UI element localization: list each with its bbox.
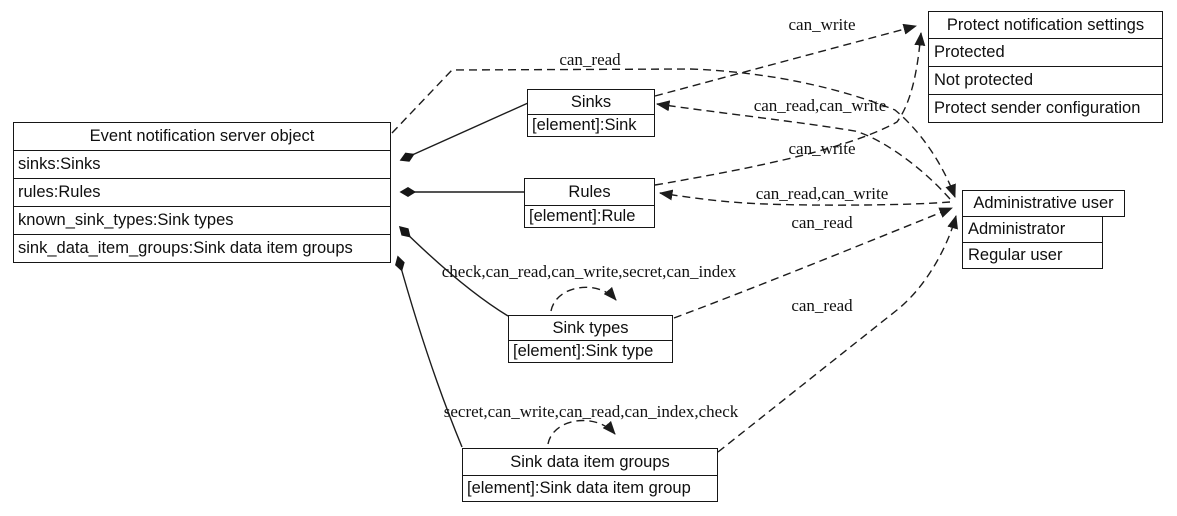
attr-row-sink-element: [element]:Sink (528, 114, 654, 136)
edge-sdig-self-loop (547, 419, 616, 445)
edge-label-can-write-top: can_write (788, 15, 855, 34)
attr-row-rule-element: [element]:Rule (525, 205, 654, 227)
edge-sdig-admin-can-read (717, 215, 958, 453)
edge-sink-types-self-loop (550, 286, 617, 312)
edge-admin-sinks-can-read-write (656, 100, 951, 200)
edge-rules-protect-can-write (654, 32, 926, 186)
attr-row-rules: rules:Rules (14, 178, 390, 206)
attr-row-sinks: sinks:Sinks (14, 150, 390, 178)
edge-sink-types-admin-can-read (673, 207, 953, 319)
node-sink-data-item-groups: Sink data item groups [element]:Sink dat… (462, 448, 718, 502)
option-row-protected: Protected (929, 38, 1162, 66)
option-row-administrator: Administrator (962, 215, 1103, 244)
edge-sinks-protect-can-write (654, 23, 917, 97)
option-row-not-protected: Not protected (929, 66, 1162, 94)
attr-row-known-sink-types: known_sink_types:Sink types (14, 206, 390, 234)
node-sinks: Sinks [element]:Sink (527, 89, 655, 137)
edge-labels: can_read can_write can_read,can_write ca… (442, 15, 889, 421)
option-row-regular-user: Regular user (962, 242, 1103, 269)
node-sink-types-title: Sink types (552, 318, 629, 337)
node-rules: Rules [element]:Rule (524, 178, 655, 228)
attr-row-sdig-element: [element]:Sink data item group (463, 475, 717, 501)
edge-label-rules-admin: can_read,can_write (756, 184, 889, 203)
node-protect-settings: Protect notification settings Protected … (928, 11, 1163, 123)
node-event-server-title: Event notification server object (89, 127, 315, 145)
edge-label-sink-types-admin: can_read (791, 213, 853, 232)
permission-edges (391, 23, 958, 453)
attr-row-sink-type-element: [element]:Sink type (509, 340, 672, 362)
composition-edges (395, 102, 529, 448)
edge-label-sink-types-self: check,can_read,can_write,secret,can_inde… (442, 262, 737, 281)
edge-label-rules-protect: can_write (788, 139, 855, 158)
attr-row-sink-data-item-groups: sink_data_item_groups:Sink data item gro… (14, 234, 390, 262)
edge-event-sink-types (398, 225, 509, 317)
edge-event-sinks (399, 102, 529, 162)
node-rules-title: Rules (568, 182, 611, 201)
node-sink-types: Sink types [element]:Sink type (508, 315, 673, 363)
edge-label-sdig-self: secret,can_write,can_read,can_index,chec… (444, 402, 739, 421)
edge-admin-rules-can-read-write (659, 189, 951, 206)
edge-label-sdig-admin: can_read (791, 296, 853, 315)
edge-event-admin-can-read (391, 68, 956, 198)
option-row-protect-sender-config: Protect sender configuration (929, 94, 1162, 122)
node-protect-settings-title: Protect notification settings (946, 15, 1145, 34)
node-sinks-title: Sinks (570, 92, 612, 111)
edge-event-sdig (395, 255, 463, 448)
edge-label-sinks-admin: can_read,can_write (754, 96, 887, 115)
node-event-server: Event notification server object sinks:S… (13, 122, 391, 263)
node-sdig-title: Sink data item groups (510, 452, 670, 471)
node-admin-user-title: Administrative user (962, 190, 1125, 217)
edge-label-can-read-top: can_read (559, 50, 621, 69)
